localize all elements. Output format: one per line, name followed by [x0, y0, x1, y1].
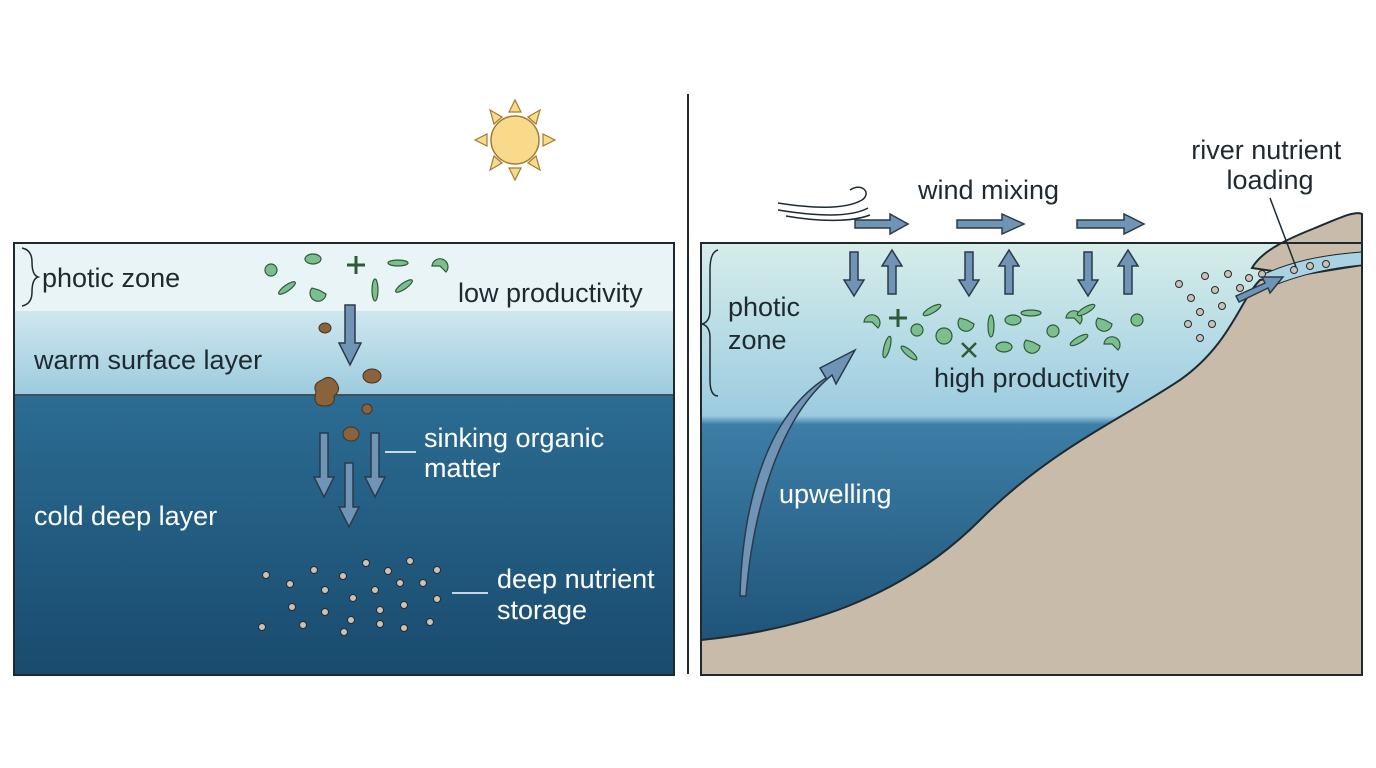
plankton-icon — [935, 327, 953, 345]
right-photic-brace — [701, 249, 719, 397]
plankton-icon — [1103, 336, 1121, 351]
deep-nutrient-storage-label: deep nutrient storage — [497, 564, 662, 625]
left-panel-border — [13, 242, 675, 676]
plankton-icon — [863, 314, 881, 329]
left-photic-brace — [21, 247, 41, 307]
organic-matter-icon — [342, 426, 360, 442]
warm-surface-layer-label: warm surface layer — [33, 345, 262, 375]
low-productivity-plankton — [264, 253, 449, 302]
plankton-icon — [882, 335, 892, 359]
organic-matter-icon — [362, 368, 382, 384]
plankton-icon — [987, 314, 995, 338]
left-panel: photic zone low productivity warm surfac… — [13, 98, 675, 676]
plankton-icon — [922, 303, 942, 317]
right-photic-line-1: photic — [728, 292, 800, 322]
deep-nutrient-line-2: storage — [497, 595, 587, 625]
organic-matter — [314, 322, 382, 442]
plankton-icon — [1076, 303, 1096, 317]
plankton-icon — [371, 278, 379, 302]
high-productivity-label: high productivity — [934, 363, 1130, 393]
plankton-icon — [304, 253, 322, 265]
plankton-icon — [961, 342, 977, 358]
arrow-down — [337, 304, 363, 367]
right-panel: wind mixing river nutrient loading photi… — [700, 135, 1363, 676]
plankton-icon — [395, 279, 413, 293]
arrow-down — [363, 432, 387, 499]
organic-matter-icon — [314, 376, 340, 407]
river-nutrient-loading-label: river nutrient loading — [1191, 135, 1349, 195]
right-photic-line-2: zone — [728, 325, 787, 355]
plankton-icon — [387, 259, 409, 267]
organic-matter-icon — [318, 322, 332, 334]
plankton-icon — [431, 258, 449, 273]
right-panel-border — [700, 242, 1363, 676]
upwelling-label: upwelling — [779, 479, 892, 509]
plankton-icon — [900, 345, 918, 361]
mixing-arrows — [842, 248, 1140, 298]
river-inflow-arrow — [1234, 276, 1285, 303]
upwelling-arrow — [739, 348, 857, 597]
plankton-icon — [1069, 333, 1089, 347]
leader-river-loading — [1269, 197, 1297, 268]
right-photic-zone-label: photic zone — [728, 292, 808, 355]
plankton-icon — [1020, 309, 1042, 317]
river-nutrients — [1175, 260, 1330, 342]
sinking-organic-matter-label: sinking organic matter — [424, 423, 612, 483]
river-nutrient-line-1: river nutrient — [1191, 135, 1342, 165]
plankton-icon — [309, 287, 327, 302]
plankton-icon — [264, 263, 278, 277]
left-photic-zone-label: photic zone — [42, 263, 180, 293]
plankton-icon — [1095, 317, 1113, 332]
cold-deep-layer-label: cold deep layer — [34, 501, 217, 531]
plankton-icon — [1130, 313, 1144, 327]
river-nutrient-line-2: loading — [1226, 165, 1313, 195]
organic-matter-icon — [361, 403, 373, 415]
deep-nutrient-line-1: deep nutrient — [497, 564, 655, 594]
plankton-icon — [278, 281, 296, 295]
high-productivity-plankton — [863, 303, 1144, 361]
sinking-organic-line-2: matter — [424, 453, 501, 483]
wind-mixing-label: wind mixing — [917, 175, 1059, 205]
low-productivity-label: low productivity — [458, 278, 643, 308]
left-photic-band — [14, 243, 674, 311]
plankton-icon — [1046, 324, 1060, 338]
arrow-down — [312, 432, 336, 499]
sinking-arrows — [312, 304, 387, 529]
wind-icon — [777, 186, 871, 222]
plankton-icon — [957, 317, 975, 332]
sun-icon — [473, 98, 557, 182]
plankton-icon — [1023, 339, 1041, 354]
plankton-icon — [889, 309, 907, 327]
sinking-organic-line-1: sinking organic — [424, 423, 604, 453]
plankton-icon — [910, 323, 924, 337]
plankton-icon — [995, 341, 1013, 353]
wind-arrows — [854, 212, 1146, 236]
plankton-icon — [1004, 314, 1022, 326]
deep-nutrients — [258, 557, 441, 636]
arrow-down — [337, 462, 361, 529]
plankton-icon — [347, 256, 365, 274]
seafloor — [700, 263, 1363, 676]
